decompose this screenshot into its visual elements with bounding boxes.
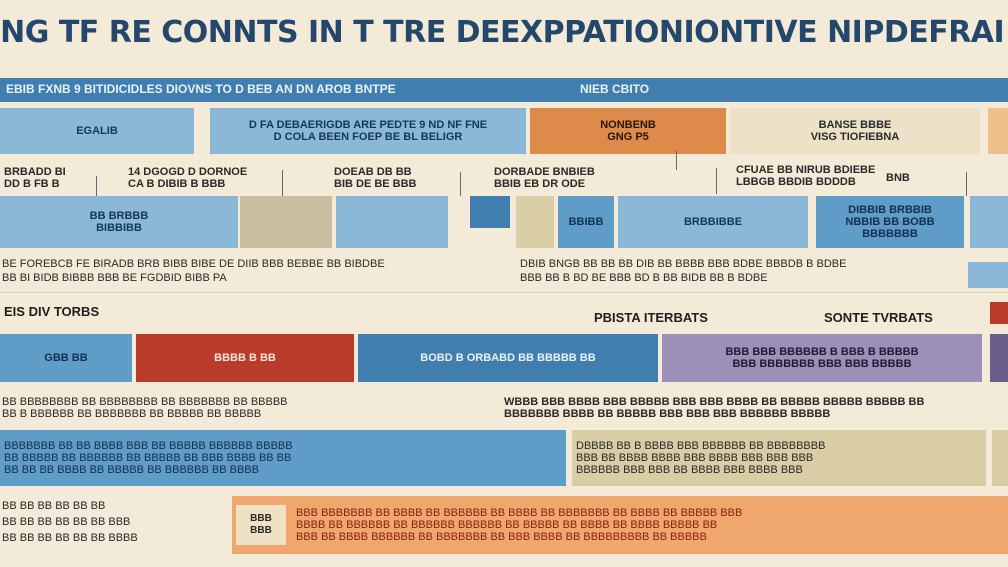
top-bar-left-text: EBIB FXNB 9 BITIDICIDLES DIOVNS TO D BEB… [6, 82, 396, 96]
section2-mid-header: PBISTA ITERBATS [594, 310, 708, 325]
row1-box-1: EGALIB [0, 108, 194, 154]
row6-text-1: BB BBBBBBBB BB BBBBBBBB BB BBBBBBB BB BB… [2, 396, 288, 420]
connector-line [460, 172, 461, 196]
section-divider [0, 292, 1008, 293]
row1-box-4: BANSE BBBE VISG TIOFIEBNA [730, 108, 980, 154]
connector-line [282, 170, 283, 196]
row3-box-2: BBIBB [558, 196, 614, 248]
row3-edge-box [970, 196, 1008, 248]
row6-text-2: WBBB BBB BBBB BBB BBBBB BBB BBB BBBB BB … [504, 396, 925, 420]
row2-label-3: DOEAB DB BB BIB DE BE BBB [334, 166, 417, 190]
row8-box: BBB BBB BBB BBBBBBB BB BBBB BB BBBBBB BB… [232, 496, 1008, 554]
row3-box-1: BB BRBBB BIBBIBB [0, 196, 238, 248]
row4-text-3: DBIB BNGB BB BB BB DIB BB BBBB BBB BDBE … [520, 258, 847, 270]
row7-box-2: DBBBB BB B BBBB BBB BBBBBB BB BBBBBBBB B… [572, 430, 986, 486]
row3-box-tan [240, 196, 332, 248]
row2-label-1: BRBADD BI DD B FB B [4, 166, 66, 190]
row2-label-5: CFUAE BB NIRUB BDIEBE LBBGB BBDIB BDDDB [736, 164, 876, 188]
row8-line-1: BBB BBBBBBB BB BBBB BB BBBBBB BB BBBB BB… [296, 507, 743, 519]
page-title: ETOINZATIONG TF RE CONNTS IN T TRE DEEXP… [0, 14, 1008, 50]
row5-edge-box [990, 334, 1008, 382]
row3-box-3: BRBBIBBE [618, 196, 808, 248]
row1-box-3: NONBENB GNG P5 [530, 108, 726, 154]
row5-box-2: BBBB B BB [136, 334, 354, 382]
row8-tag: BBB BBB [236, 505, 286, 545]
section2-left-header: EIS DIV TORBS [4, 304, 100, 319]
row4-edge-box [968, 262, 1008, 288]
connector-line [716, 168, 717, 194]
section2-red-tag [990, 302, 1008, 324]
row3-box-mid [336, 196, 448, 248]
connector-line [96, 176, 97, 196]
row7-box-1: BBBBBBB BB BB BBBB BBB BB BBBBB BBBBBB B… [0, 430, 566, 486]
section2-right-header: SONTE TVRBATS [824, 310, 933, 325]
row2-label-6: BNB [886, 172, 910, 184]
row5-box-1: GBB BB [0, 334, 132, 382]
row7-edge-box [992, 430, 1008, 486]
row3-small-dark-box [470, 196, 510, 228]
row3-box-4: DIBBIB BRBBIB NBBIB BB BOBB BBBBBBB [816, 196, 964, 248]
top-bar-right-text: NIEB CBITO [580, 82, 650, 96]
row4-text-4: BBB BB B BD BE BBB BD B BB BIDB BB B BDB… [520, 272, 768, 284]
connector-line [676, 150, 677, 170]
row8-line-3: BBB BB BBBB BBBBBB BB BBBBBBB BB BBB BBB… [296, 531, 707, 543]
row1-edge-box [988, 108, 1008, 154]
row8-left-text-3: BB BB BB BB BB BB BBBB [2, 532, 138, 544]
row1-box-2: D FA DEBAERIGDB ARE PEDTE 9 ND NF FNE D … [210, 108, 526, 154]
row4-text-2: BB BI BIDB BIBBB BBB BE FGDBID BIBB PA [2, 272, 227, 284]
row8-left-text-2: BB BB BB BB BB BB BBB [2, 516, 131, 528]
row3-box-sand [516, 196, 554, 248]
row2-label-4: DORBADE BNBIEB BBIB EB DR ODE [494, 166, 595, 190]
connector-line [966, 172, 967, 196]
row8-line-2: BBBB BB BBBBBB BB BBBBBB BBBBBB BB BBBBB… [296, 519, 718, 531]
top-header-bar: EBIB FXNB 9 BITIDICIDLES DIOVNS TO D BEB… [0, 78, 1008, 102]
row5-box-3: BOBD B ORBABD BB BBBBB BB [358, 334, 658, 382]
row5-box-4: BBB BBB BBBBBB B BBB B BBBBB BBB BBBBBBB… [662, 334, 982, 382]
row4-text-1: BE FOREBCB FE BIRADB BRB BIBB BIBE DE DI… [2, 258, 385, 270]
row2-label-2: 14 DGOGD D DORNOE CA B DIBIB B BBB [128, 166, 248, 190]
row8-left-text-1: BB BB BB BB BB BB [2, 500, 106, 512]
